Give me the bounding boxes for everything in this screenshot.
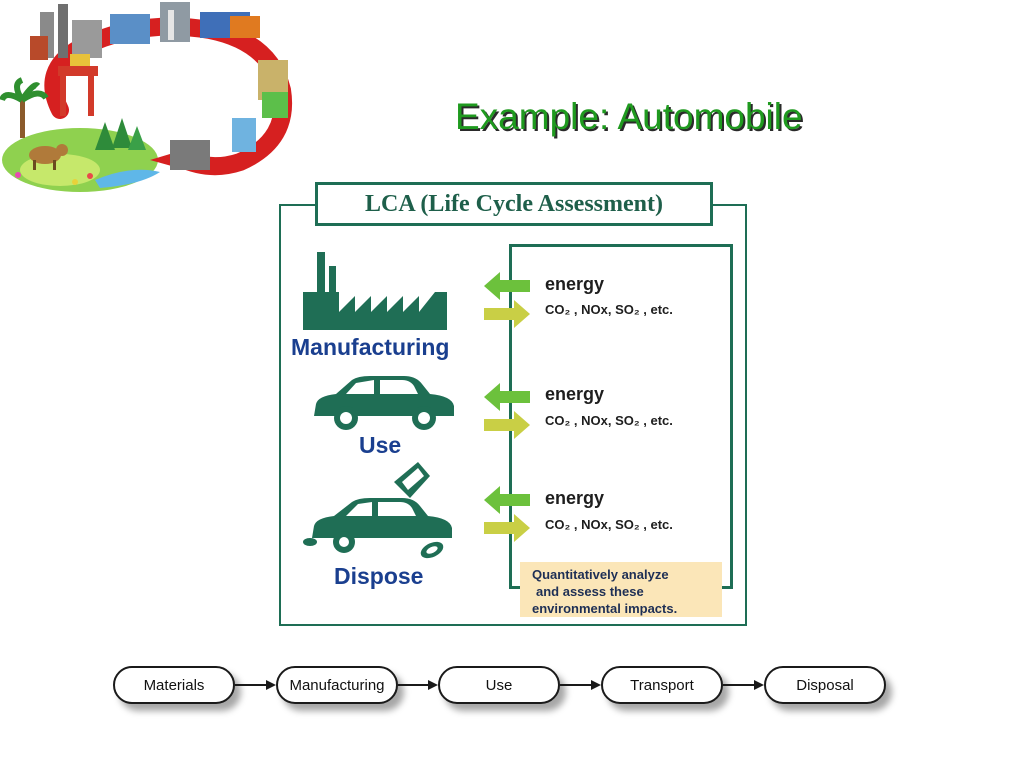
factory-icon [303,252,447,330]
energy-label: energy [545,384,605,404]
impact-note: Quantitatively analyze and assess these … [520,562,722,617]
flow-step-use: Use [438,666,560,704]
emissions-label: CO₂ , NOx, SO₂ , etc. [545,302,673,317]
flow-step-materials: Materials [113,666,235,704]
energy-arrows-dispose [484,486,530,542]
emissions-label: CO₂ , NOx, SO₂ , etc. [545,413,673,428]
note-line: Quantitatively analyze [532,567,669,582]
slide-title: Example: Automobile [455,96,803,137]
broken-car-icon [303,462,452,559]
lca-title: LCA (Life Cycle Assessment) [365,190,663,217]
note-line: environmental impacts. [532,601,678,616]
flow-step-transport: Transport [601,666,723,704]
flow-step-manufacturing: Manufacturing [276,666,398,704]
energy-label: energy [545,488,605,508]
stage-label-use: Use [359,432,402,458]
energy-arrows-use [484,383,530,439]
car-icon [314,376,454,430]
flow-step-disposal: Disposal [764,666,886,704]
stage-label-manufacturing: Manufacturing [291,334,450,360]
stage-label-dispose: Dispose [334,563,424,589]
lifecycle-illustration [0,2,293,192]
energy-label: energy [545,274,605,294]
energy-arrows-manufacturing [484,272,530,328]
lca-title-box: LCA (Life Cycle Assessment) [315,182,713,226]
emissions-label: CO₂ , NOx, SO₂ , etc. [545,517,673,532]
note-line: and assess these [536,584,644,599]
